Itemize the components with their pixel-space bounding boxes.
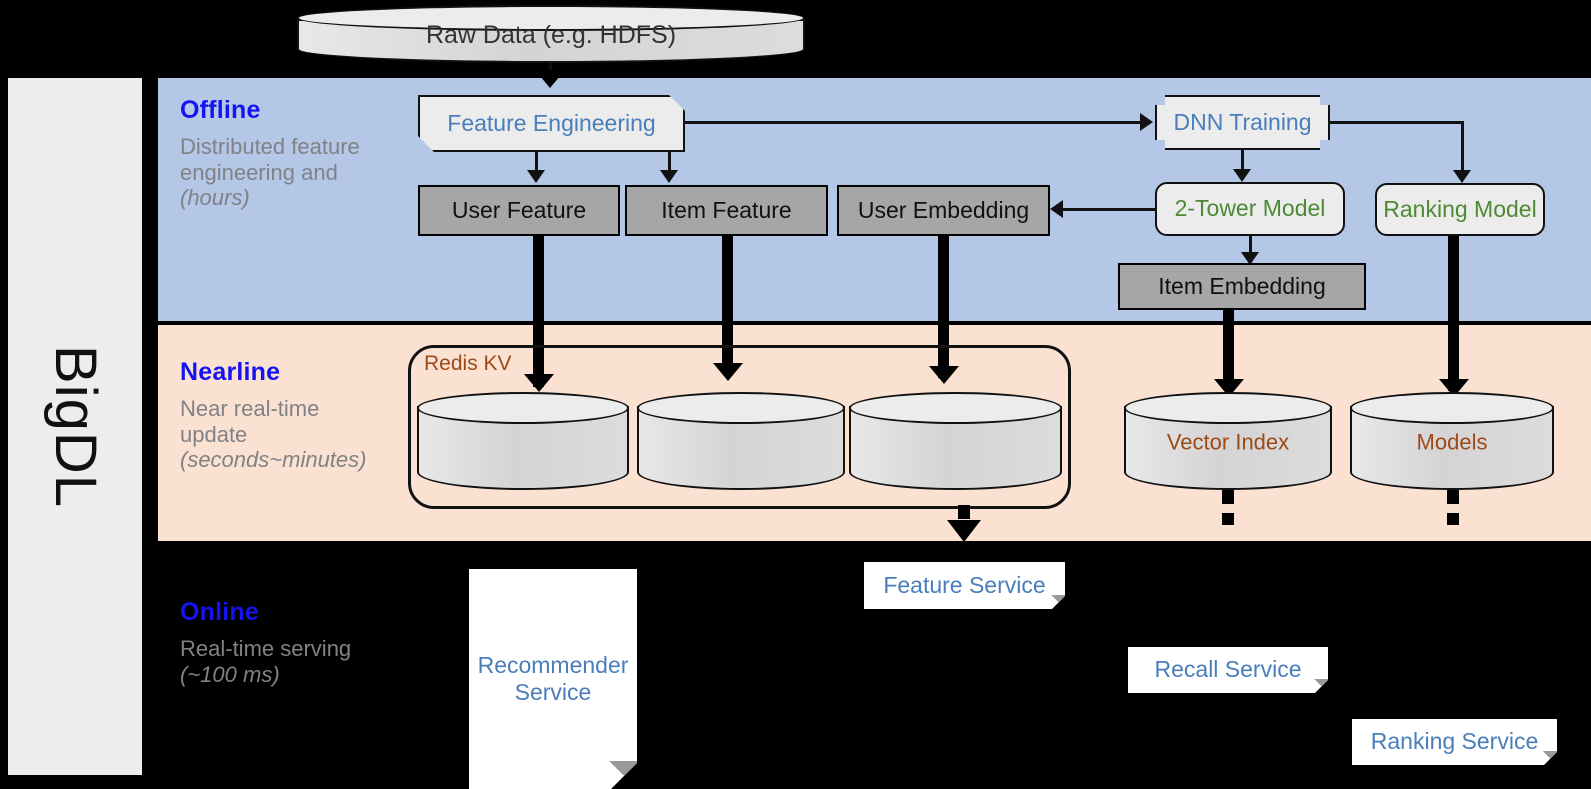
item-embedding-label: Item Embedding [1158,272,1326,299]
store-user-embedding[interactable] [849,392,1062,490]
user-feature-label: User Feature [451,196,587,223]
connector-2tower-itemembedding [1249,236,1252,258]
2tower-model-label: 2-Tower Model [1174,195,1326,222]
redis-kv-container [408,345,1071,509]
arrow-rawdata-fe [535,70,565,88]
node-2tower-model[interactable]: 2-Tower Model [1155,182,1345,236]
vector-index-label: Vector Index [1166,429,1290,455]
item-feature-label: Item Feature [661,196,792,223]
service-recall[interactable]: Recall Service [1128,647,1328,693]
feature-engineering-label: Feature Engineering [447,109,656,136]
offline-band-label: Offline Distributed feature engineering … [180,96,390,211]
pipe-rankingmodel-models [1448,236,1459,391]
offline-title: Offline [180,96,261,124]
pipe-itemfeature-store [722,236,733,374]
node-dnn-training[interactable]: DNN Training [1155,95,1330,150]
stub-redis-out [958,505,970,519]
nearline-subtitle: Near real-time update (seconds~minutes) [180,396,367,473]
arrow-2tower-userembedding [1050,200,1063,218]
nearline-title: Nearline [180,358,281,386]
node-item-embedding[interactable]: Item Embedding [1118,263,1366,310]
node-user-feature[interactable]: User Feature [418,185,620,236]
service-feature[interactable]: Feature Service [864,562,1065,609]
arrow-fe-itemfeature [660,170,678,183]
online-subtitle: Real-time serving (~100 ms) [180,636,352,687]
models-label: Models [1416,429,1488,455]
stub-vector-index-2 [1222,513,1234,525]
service-ranking[interactable]: Ranking Service [1352,719,1557,765]
connector-dnn-2tower [1241,150,1244,172]
cylinder-top [297,5,805,31]
arrow-fe-userfeature [527,170,545,183]
connector-dnn-ranking-h [1330,121,1464,124]
arrow-redis-featureservice [947,520,981,542]
node-item-feature[interactable]: Item Feature [625,185,828,236]
arrow-dnn-ranking [1453,170,1471,183]
ranking-model-label: Ranking Model [1383,195,1537,222]
offline-subtitle: Distributed feature engineering and (hou… [180,134,360,211]
arrow-fe-dnn [1140,113,1153,131]
node-feature-engineering[interactable]: Feature Engineering [418,95,685,152]
node-user-embedding[interactable]: User Embedding [837,185,1050,236]
stub-vector-index-1 [1222,490,1234,504]
dnn-training-label: DNN Training [1173,108,1312,135]
recall-service-label: Recall Service [1154,656,1302,683]
pipe-userembedding-store [938,236,949,378]
node-ranking-model[interactable]: Ranking Model [1375,183,1545,236]
service-recommender[interactable]: Recommender Service [469,569,637,789]
arrow-itemfeature-store [713,363,743,381]
bigdl-rail: BigDL [8,78,142,775]
user-embedding-label: User Embedding [857,196,1030,223]
store-models[interactable]: Models [1350,392,1554,490]
cylinder-top [849,392,1062,424]
redis-kv-label: Redis KV [424,352,512,375]
arrow-2tower-itemembedding [1241,252,1259,265]
online-title: Online [180,598,259,626]
raw-data-label: Raw Data (e.g. HDFS) [425,20,677,49]
connector-fe-userfeature [535,152,538,174]
connector-dnn-ranking-v [1461,121,1464,173]
cylinder-top [1124,392,1332,424]
ranking-service-label: Ranking Service [1370,728,1539,755]
nearline-band-label: Nearline Near real-time update (seconds~… [180,358,390,473]
store-item-feature[interactable] [637,392,845,490]
bigdl-label: BigDL [42,345,108,508]
raw-data-store: Raw Data (e.g. HDFS) [297,5,805,63]
arrow-dnn-2tower [1233,169,1251,182]
store-user-feature[interactable] [417,392,629,490]
recommender-service-label: Recommender Service [477,651,629,705]
feature-service-label: Feature Service [883,571,1046,598]
stub-models-2 [1447,513,1459,525]
connector-fe-itemfeature [668,152,671,174]
arrow-userfeature-store [524,374,554,392]
connector-2tower-userembedding [1063,208,1155,211]
online-band-label: Online Real-time serving (~100 ms) [180,598,390,687]
cylinder-top [637,392,845,424]
pipe-itemembedding-vectorindex [1223,310,1234,390]
store-vector-index[interactable]: Vector Index [1124,392,1332,490]
cylinder-top [1350,392,1554,424]
connector-fe-dnn [685,121,1142,124]
cylinder-top [417,392,629,424]
stub-models-1 [1447,490,1459,504]
pipe-userfeature-store [533,236,544,387]
arrow-userembedding-store [929,366,959,384]
